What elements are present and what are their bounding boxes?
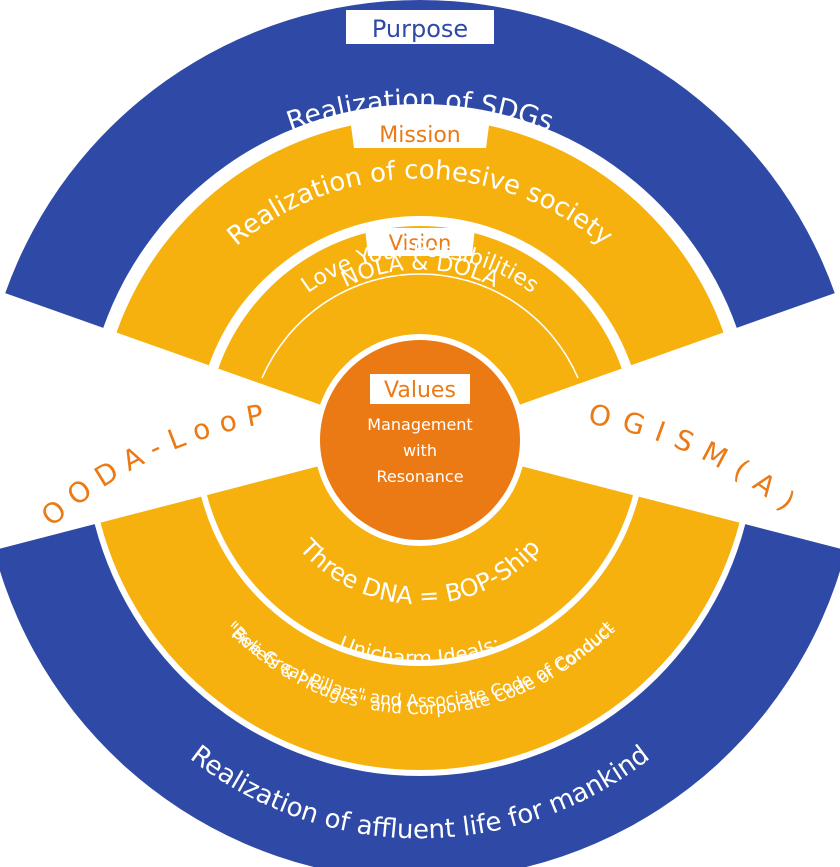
vision-label-box	[365, 228, 475, 256]
values-line2: with	[403, 441, 437, 460]
vision-ring	[218, 226, 622, 405]
values-section: Values Management with Resonance	[367, 374, 473, 486]
vision-label: Vision	[389, 231, 452, 255]
mission-label-box	[350, 118, 490, 148]
values-label-box	[370, 374, 470, 404]
mission-ring	[116, 117, 724, 366]
codes-ring	[100, 496, 740, 770]
mission-label: Mission	[379, 123, 461, 148]
purpose-ring	[5, 0, 835, 328]
values-line3: Resonance	[376, 467, 463, 486]
ideals-ring	[0, 524, 840, 867]
purpose-label-box	[346, 10, 494, 44]
purpose-label: Purpose	[372, 15, 468, 43]
values-label: Values	[384, 378, 456, 403]
three-dna-ring	[207, 466, 633, 660]
values-line1: Management	[367, 415, 472, 434]
values-circle	[320, 340, 520, 540]
